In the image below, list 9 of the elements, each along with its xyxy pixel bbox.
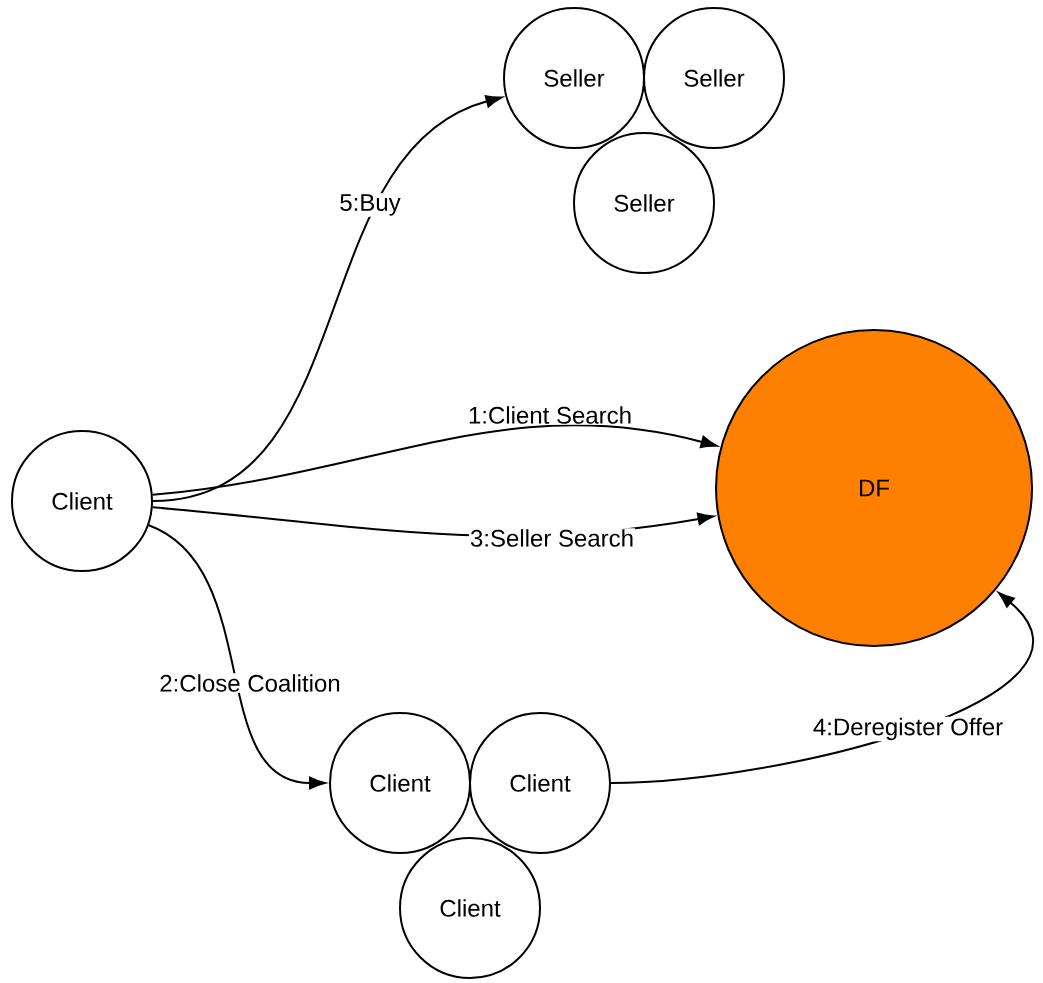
arrow (152, 95, 503, 502)
edge-label: 4:Deregister Offer (811, 716, 1005, 742)
arrow (151, 424, 718, 496)
edge-label: 2:Close Coalition (158, 673, 342, 693)
arrow (610, 592, 1034, 784)
edge-label: 3:Seller Search (468, 528, 636, 548)
edge-label: 5:Buy (338, 193, 402, 217)
edge-label: 1:Client Search (466, 405, 634, 425)
arrow (147, 524, 326, 790)
